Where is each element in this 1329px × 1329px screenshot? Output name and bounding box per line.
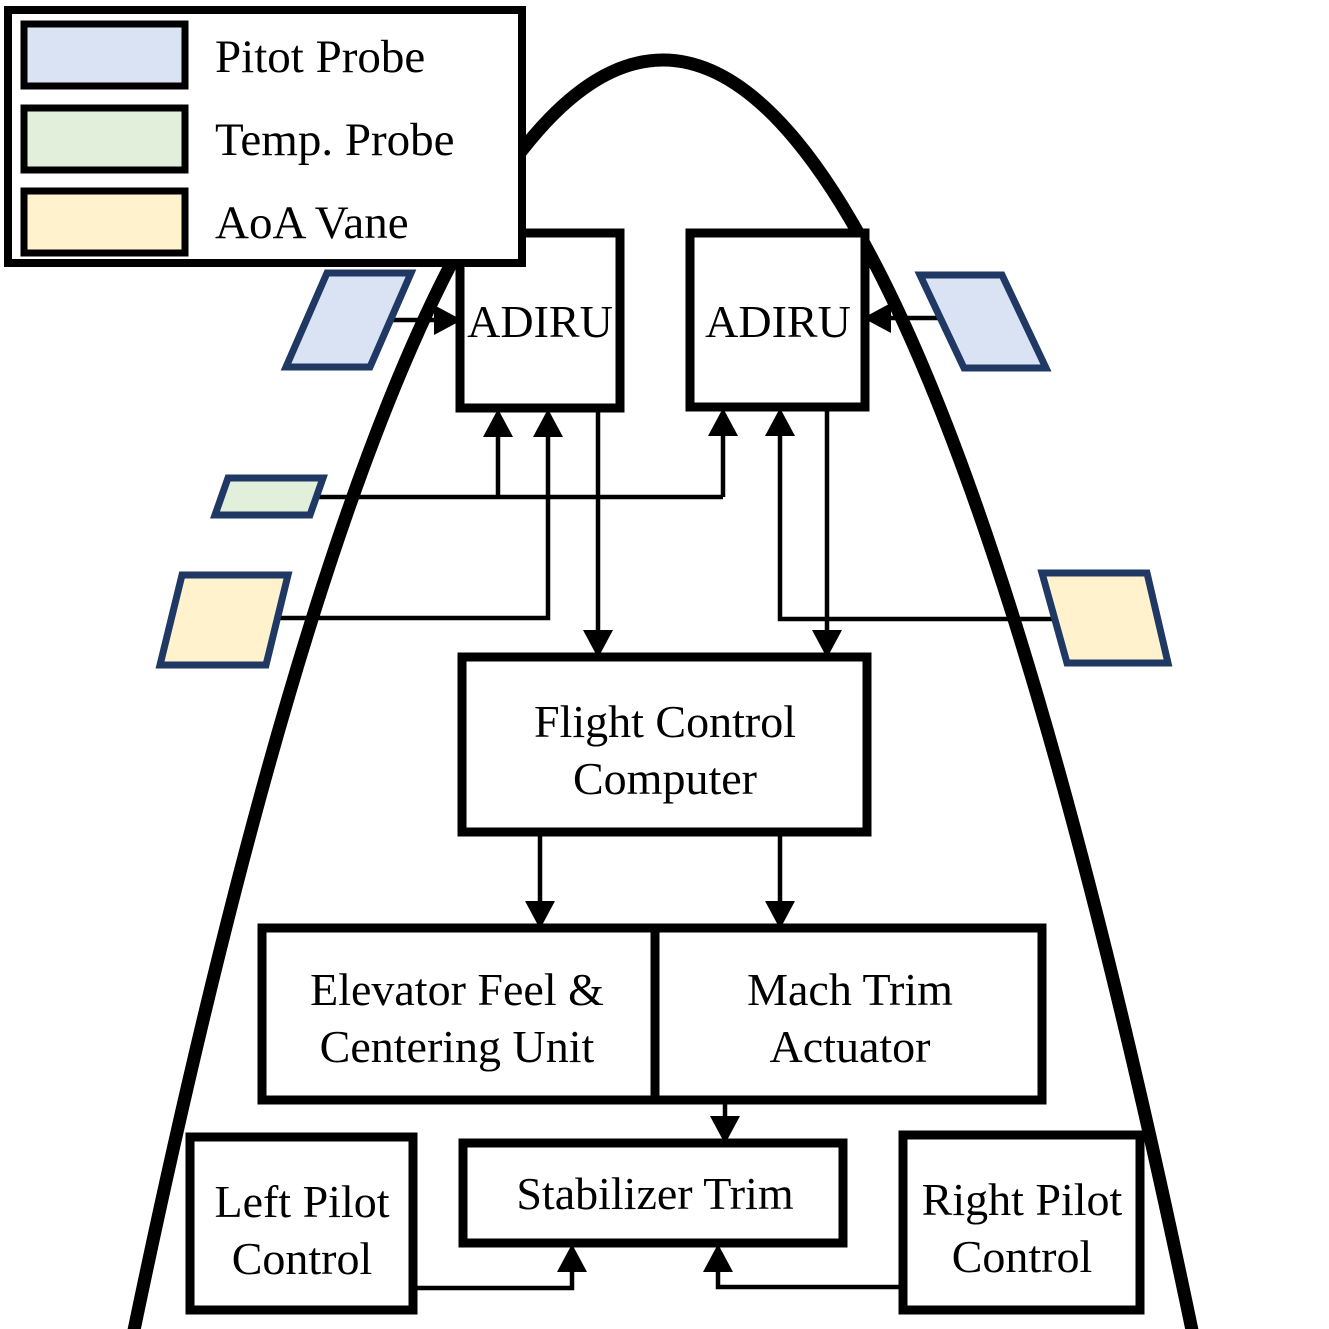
node-stabilizer-trim: Stabilizer Trim bbox=[458, 1138, 848, 1248]
temp-probe-left bbox=[210, 474, 328, 519]
stabilizer-trim-label: Stabilizer Trim bbox=[516, 1168, 794, 1219]
fcc-label-line2: Computer bbox=[573, 753, 757, 804]
fcc-label-line1: Flight Control bbox=[534, 696, 796, 747]
mta-label-line1: Mach Trim bbox=[747, 964, 953, 1015]
arrow-fcc-to-mach-trim bbox=[765, 832, 795, 929]
legend-label-aoa-vane: AoA Vane bbox=[215, 197, 409, 249]
node-left-pilot-control: Left Pilot Control bbox=[185, 1132, 418, 1315]
right-pilot-label-line2: Control bbox=[952, 1231, 1093, 1282]
arrow-adiru-right-to-fcc bbox=[812, 407, 842, 658]
arrow-right-pilot-to-stabilizer bbox=[703, 1244, 903, 1290]
aoa-vane-left bbox=[155, 571, 293, 669]
efcu-label-line2: Centering Unit bbox=[320, 1021, 595, 1072]
efcu-label-line1: Elevator Feel & bbox=[310, 964, 604, 1015]
sensors bbox=[155, 269, 1173, 669]
pitot-probe-right bbox=[914, 271, 1052, 372]
legend-swatch-pitot-probe bbox=[20, 20, 189, 90]
arrow-temp-probe-to-adirus bbox=[314, 408, 738, 500]
arrow-fcc-to-elevator-feel bbox=[525, 832, 555, 929]
mta-label-line2: Actuator bbox=[770, 1021, 931, 1072]
right-pilot-label-line1: Right Pilot bbox=[922, 1174, 1123, 1225]
node-elevator-feel-centering-unit: Elevator Feel & Centering Unit bbox=[257, 923, 660, 1105]
adiru-right-label: ADIRU bbox=[705, 296, 851, 347]
left-pilot-label-line2: Control bbox=[232, 1233, 373, 1284]
arrow-adiru-left-to-fcc bbox=[583, 408, 613, 658]
arrow-aoa-right-to-adiru-right bbox=[765, 408, 1057, 622]
legend-label-temp-probe: Temp. Probe bbox=[215, 114, 455, 166]
legend: Pitot Probe Temp. Probe AoA Vane bbox=[4, 6, 526, 267]
legend-label-pitot-probe: Pitot Probe bbox=[215, 31, 425, 83]
arrow-left-pilot-to-stabilizer bbox=[413, 1244, 587, 1291]
pitot-probe-left bbox=[280, 269, 417, 371]
node-adiru-right: ADIRU bbox=[685, 228, 870, 412]
node-mach-trim-actuator: Mach Trim Actuator bbox=[650, 923, 1047, 1105]
arrow-aoa-left-to-adiru-left bbox=[272, 409, 563, 621]
node-flight-control-computer: Flight Control Computer bbox=[457, 652, 872, 837]
fuselage-outline bbox=[127, 53, 1199, 1329]
arrow-mach-trim-to-stabilizer bbox=[710, 1100, 740, 1144]
nodes: ADIRU ADIRU Flight Control Computer Elev… bbox=[185, 228, 1145, 1315]
aoa-vane-right bbox=[1037, 569, 1173, 667]
adiru-left-label: ADIRU bbox=[467, 296, 613, 347]
connectors bbox=[272, 303, 1057, 1291]
node-right-pilot-control: Right Pilot Control bbox=[898, 1130, 1145, 1315]
legend-swatch-aoa-vane bbox=[20, 187, 189, 257]
legend-swatch-temp-probe bbox=[20, 104, 189, 174]
left-pilot-label-line1: Left Pilot bbox=[214, 1176, 389, 1227]
